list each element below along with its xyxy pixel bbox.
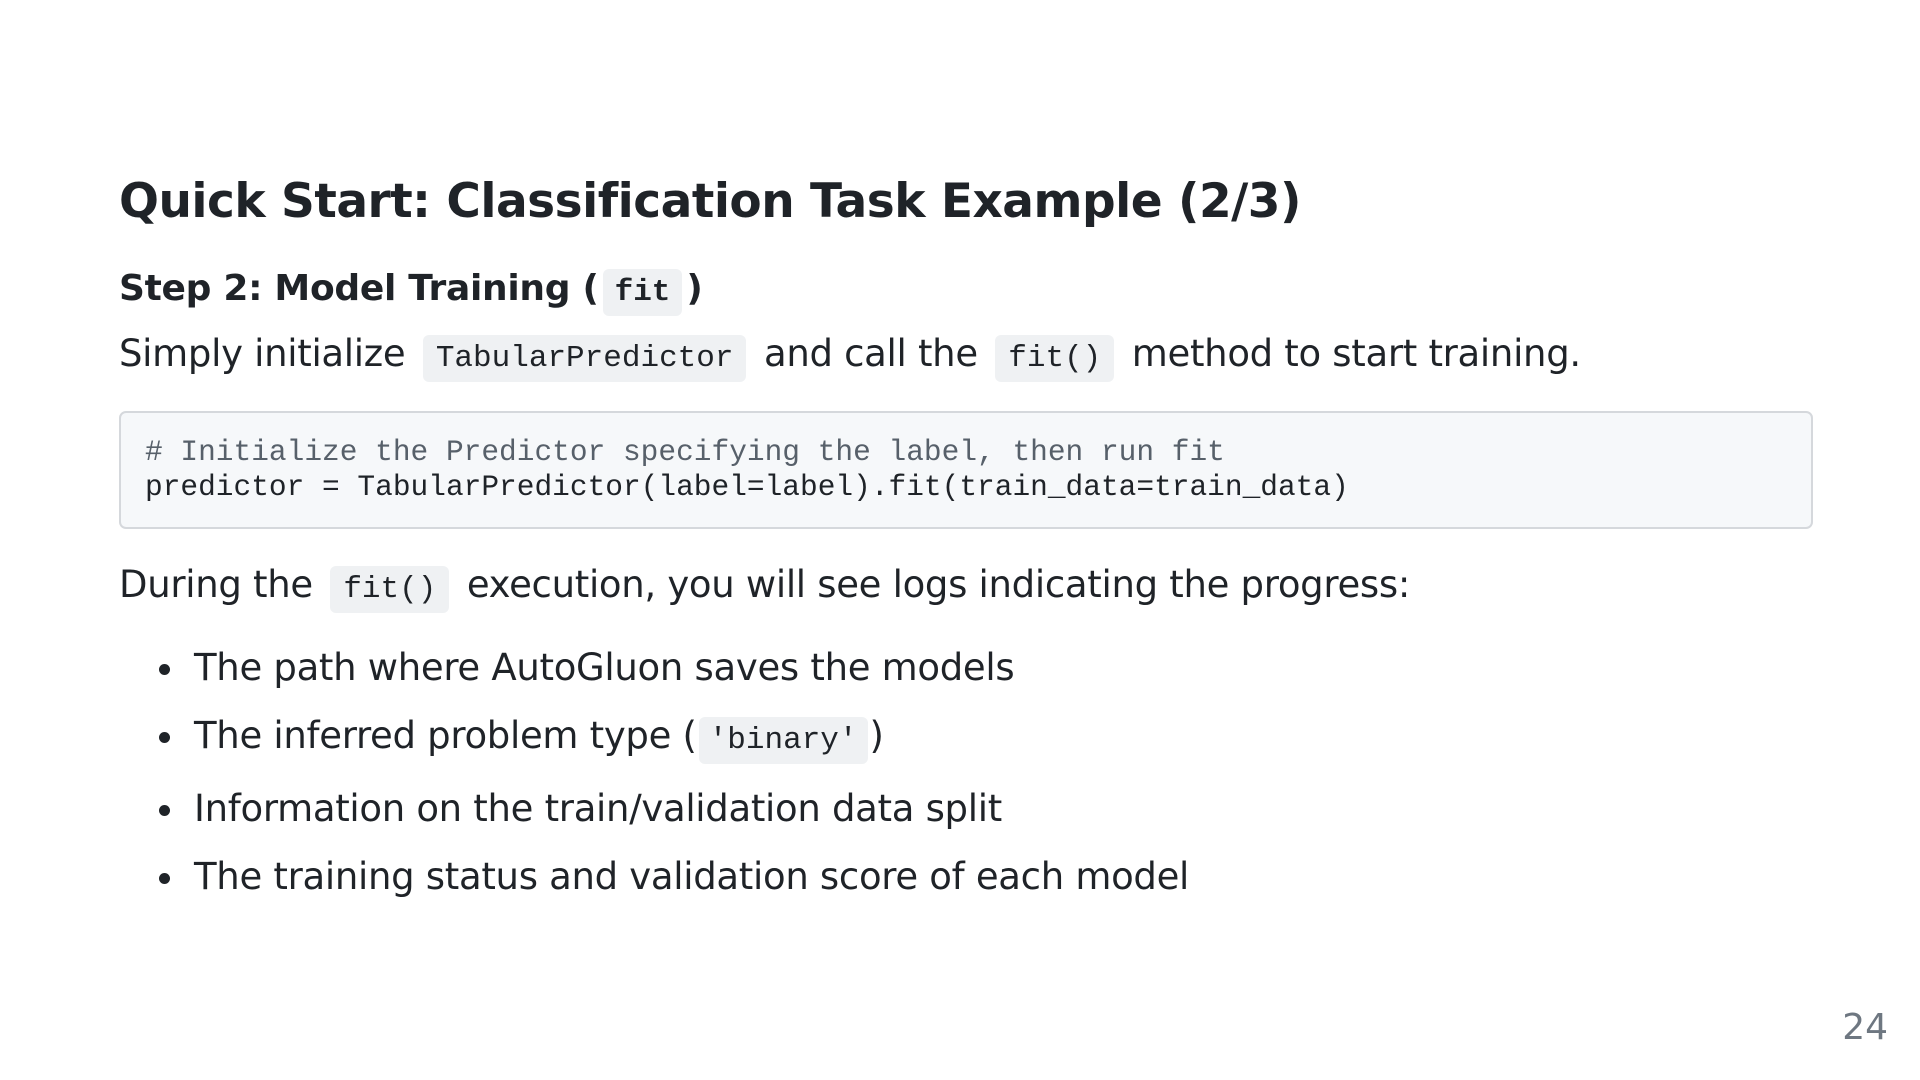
slide-title: Quick Start: Classification Task Example… (119, 174, 1302, 229)
bullet-icon (159, 873, 170, 884)
log-bullet-list: The path where AutoGluon saves the model… (119, 640, 1813, 905)
intro-text-3: method to start training. (1131, 332, 1581, 375)
list-item-text: The inferred problem type ( (194, 714, 697, 757)
code-line: predictor = TabularPredictor(label=label… (145, 470, 1349, 504)
inline-code-fit: fit (602, 269, 683, 316)
code-comment: # Initialize the Predictor specifying th… (145, 435, 1225, 469)
bullet-icon (159, 664, 170, 675)
code-block: # Initialize the Predictor specifying th… (119, 411, 1813, 529)
list-item-text: Information on the train/validation data… (194, 787, 1002, 830)
logs-intro-text-2: execution, you will see logs indicating … (466, 563, 1411, 606)
intro-text-2: and call the (763, 332, 978, 375)
logs-intro-text-1: During the (119, 563, 313, 606)
list-item: The path where AutoGluon saves the model… (119, 640, 1813, 696)
step-heading: Step 2: Model Training (fit) (119, 264, 1813, 318)
inline-code-tabularpredictor: TabularPredictor (422, 335, 747, 382)
step-heading-text: Step 2: Model Training ( (119, 268, 599, 309)
intro-paragraph: Simply initialize TabularPredictor and c… (119, 326, 1813, 387)
bullet-icon (159, 732, 170, 743)
inline-code-binary: 'binary' (698, 717, 868, 764)
intro-text-1: Simply initialize (119, 332, 406, 375)
step-heading-suffix: ) (686, 268, 703, 309)
list-item-text: The path where AutoGluon saves the model… (194, 646, 1015, 689)
slide-content: Quick Start: Classification Task Example… (119, 170, 1813, 917)
list-item: The inferred problem type ('binary') (119, 708, 1813, 769)
bullet-icon (159, 805, 170, 816)
logs-intro-paragraph: During the fit() execution, you will see… (119, 557, 1813, 618)
list-item: Information on the train/validation data… (119, 781, 1813, 837)
list-item-text: The training status and validation score… (194, 855, 1190, 898)
list-item-suffix: ) (869, 714, 884, 757)
list-item: The training status and validation score… (119, 849, 1813, 905)
inline-code-fit-method: fit() (995, 335, 1115, 382)
inline-code-fit-execution: fit() (330, 566, 450, 613)
page-number: 24 (1842, 1007, 1888, 1048)
